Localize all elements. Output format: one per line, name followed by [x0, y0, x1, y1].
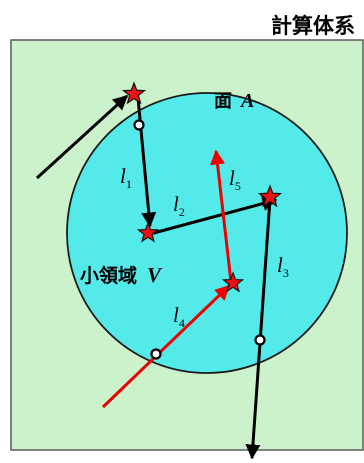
collision-star-1: [121, 81, 147, 105]
incoming-track: [35, 94, 129, 180]
region-label: 小領域 V: [80, 263, 163, 287]
crossing-point-entry-bottom: [150, 348, 162, 360]
system-title: 計算体系: [271, 14, 355, 38]
collision-star-2: [136, 221, 160, 243]
crossing-point-entry-top: [133, 119, 145, 131]
track-label-l2: l2: [173, 192, 185, 219]
track-label-l5: l5: [229, 166, 241, 193]
track-l4: [101, 284, 231, 409]
track-l5: [210, 149, 233, 283]
track-l2: [149, 196, 278, 236]
track-label-l1: l1: [120, 164, 132, 191]
surface-label: 面 A: [214, 90, 254, 112]
track-l3: [245, 198, 272, 460]
track-label-l4: l4: [173, 303, 185, 330]
track-label-l3: l3: [277, 253, 289, 280]
track-l1: [136, 97, 157, 228]
crossing-point-exit-bottom: [254, 334, 266, 346]
collision-star-4: [221, 271, 245, 293]
small-region-circle: [66, 92, 348, 374]
collision-star-3: [257, 184, 283, 208]
